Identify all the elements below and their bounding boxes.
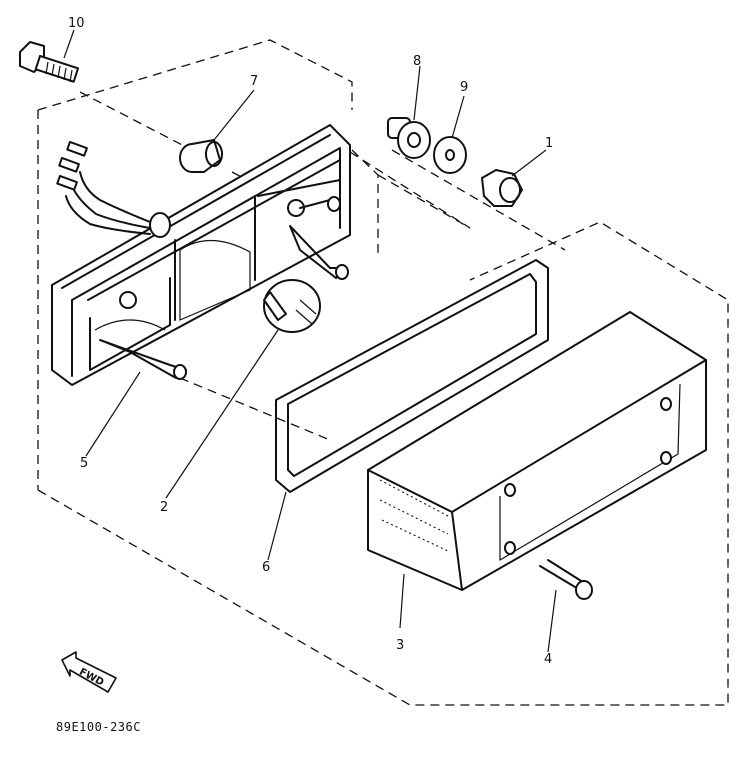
callout-1: 1 — [545, 136, 554, 151]
callout-3: 3 — [396, 638, 405, 653]
gasket-6 — [275, 259, 549, 493]
callout-10: 10 — [68, 16, 85, 31]
callout-7: 7 — [250, 74, 259, 89]
washer-9 — [433, 136, 467, 174]
callout-5: 5 — [80, 456, 89, 471]
part-code: 89E100-236C — [56, 720, 141, 734]
callout-2: 2 — [160, 500, 169, 515]
fwd-arrow-icon: FWD — [61, 651, 117, 693]
assembly-outline-upper — [37, 39, 471, 490]
lamp-housing-5 — [51, 124, 351, 386]
collar-8 — [387, 117, 431, 159]
assembly-outline-lower — [37, 221, 729, 706]
callout-4: 4 — [544, 652, 553, 667]
nut-1 — [481, 169, 523, 207]
grommet-7 — [179, 139, 223, 173]
callout-8: 8 — [413, 54, 422, 69]
callout-9: 9 — [460, 80, 469, 95]
leader-lines — [63, 29, 557, 653]
bulb-2 — [263, 279, 321, 333]
callout-6: 6 — [262, 560, 271, 575]
bolt-10 — [19, 41, 80, 83]
screw-4 — [539, 559, 593, 600]
lens-3 — [367, 311, 707, 591]
